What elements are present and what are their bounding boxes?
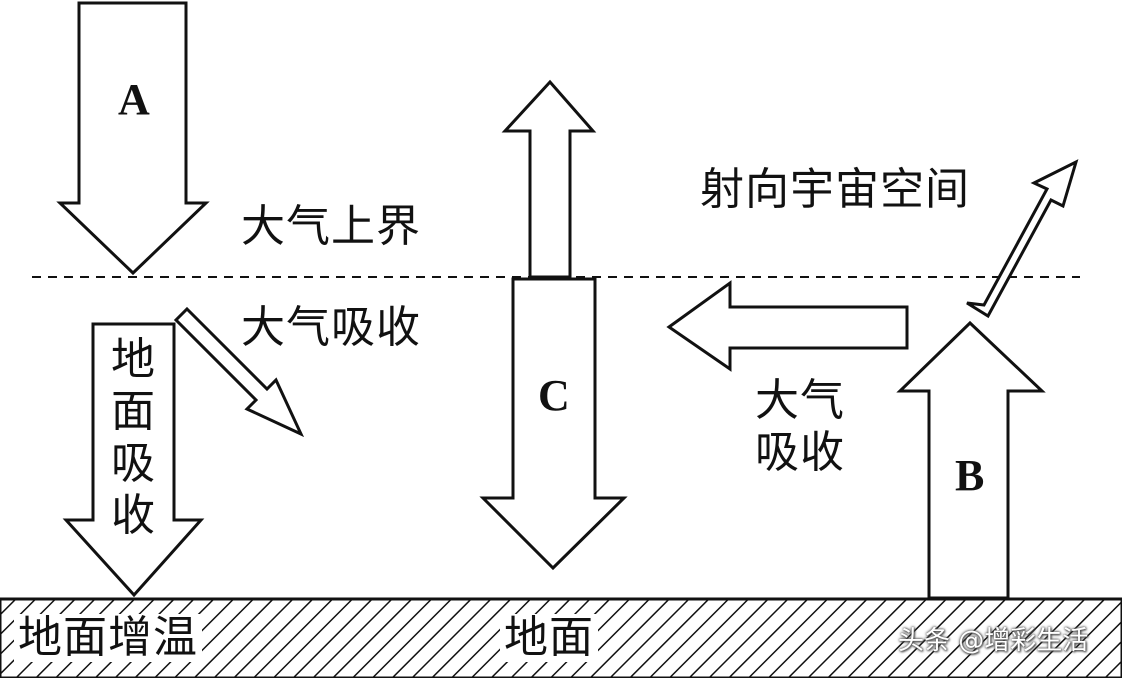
ground-absorption-char-2: 面: [111, 386, 155, 437]
arrow-a-label: A: [118, 75, 150, 124]
arrow-to-outer-space: [966, 159, 1079, 319]
ground-absorption-label: 地 面 吸 收: [105, 334, 161, 542]
ground-warming-label: 地面增温: [14, 614, 202, 662]
atmosphere-absorption-right-line-2: 吸收: [755, 427, 845, 478]
arrow-atmosphere-absorption-right: [666, 280, 909, 372]
arrow-b-label: B: [955, 451, 985, 500]
arrow-atmosphere-absorption-left: [173, 306, 305, 438]
to-outer-space-label: 射向宇宙空间: [700, 164, 970, 215]
atmosphere-top-label: 大气上界: [241, 201, 421, 252]
arrow-b-ground-radiation: [896, 320, 1046, 600]
ground-label: 地面: [500, 614, 598, 662]
watermark: 头条 @增彩生活: [898, 626, 1089, 656]
ground-absorption-char-4: 收: [111, 490, 155, 541]
arrow-ground-absorption: [62, 322, 205, 598]
atmosphere-absorption-right-line-1: 大气: [755, 375, 845, 426]
arrow-c-up: [501, 79, 597, 279]
atmosphere-absorption-label-right: 大气 吸收: [755, 375, 845, 479]
ground-absorption-char-3: 吸: [111, 438, 155, 489]
arrow-a-solar-radiation: [56, 1, 210, 276]
ground-absorption-char-1: 地: [111, 334, 155, 385]
arrow-c-down: [479, 277, 628, 571]
atmosphere-absorption-label-left: 大气吸收: [241, 302, 421, 353]
arrow-c-label: C: [538, 371, 570, 420]
